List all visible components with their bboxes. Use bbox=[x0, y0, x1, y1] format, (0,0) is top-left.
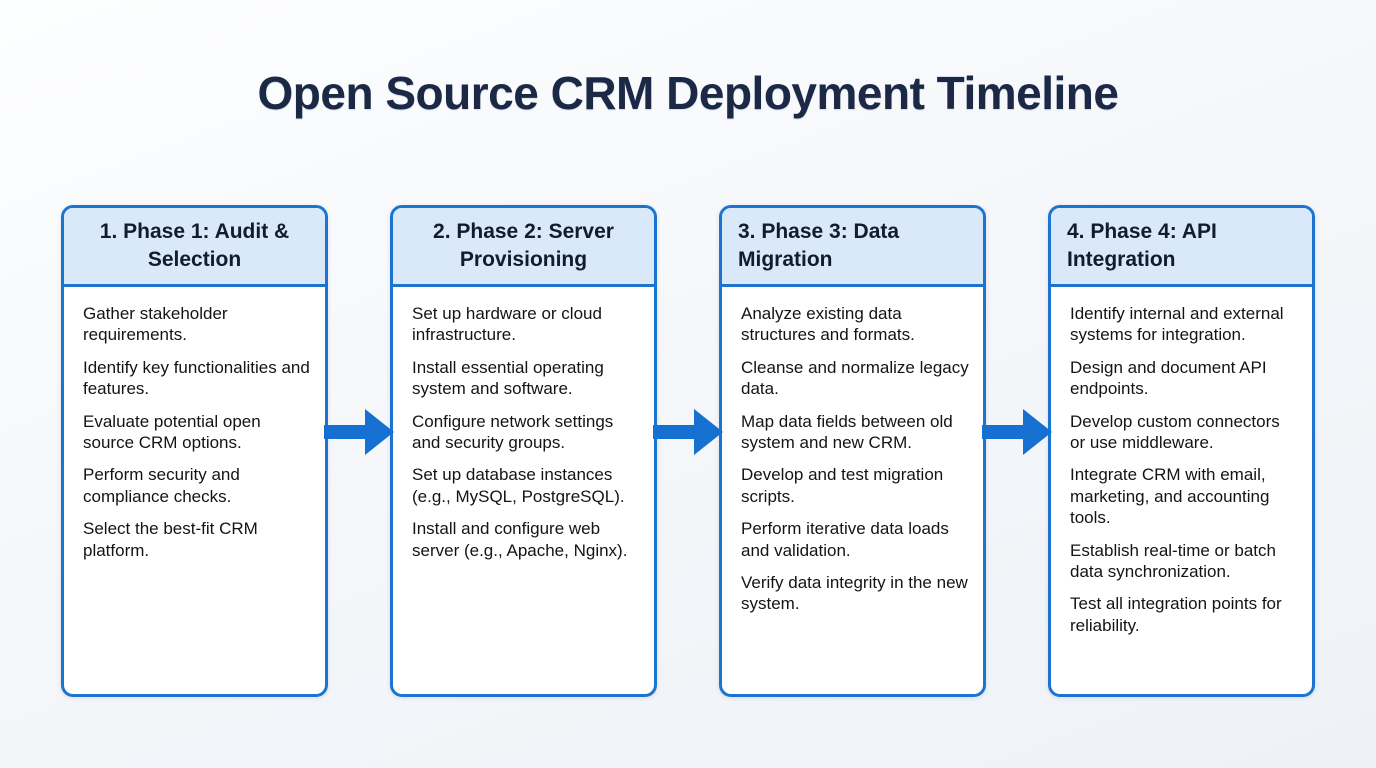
right-arrow-shaft bbox=[653, 425, 696, 439]
phase-3-item: Verify data integrity in the new system. bbox=[741, 573, 968, 614]
phase-2-item: Set up database instances (e.g., MySQL, … bbox=[412, 465, 625, 506]
phase-2-item: Set up hardware or cloud infrastructure. bbox=[412, 304, 602, 345]
phase-4-item: Test all integration points for reliabil… bbox=[1070, 594, 1282, 635]
phase-2-item: Configure network settings and security … bbox=[412, 411, 614, 453]
arrow-cell bbox=[324, 205, 394, 697]
right-arrow-shaft bbox=[324, 425, 367, 439]
phase-2-card-title: 2. Phase 2: Server Provisioning bbox=[393, 208, 654, 287]
right-arrow-shaft bbox=[982, 425, 1025, 439]
right-arrow-icon bbox=[324, 409, 394, 455]
phase-3-card: 3. Phase 3: Data Migration Analyze exist… bbox=[719, 205, 986, 697]
page-title: Open Source CRM Deployment Timeline bbox=[257, 67, 1119, 119]
phase-2-card-body: Set up hardware or cloud infrastructure.… bbox=[393, 287, 654, 694]
phase-1-item: Evaluate potential open source CRM optio… bbox=[83, 411, 261, 453]
phase-3-card-title: 3. Phase 3: Data Migration bbox=[722, 208, 983, 287]
timeline-cards-row: 1. Phase 1: Audit & Selection Gather sta… bbox=[0, 205, 1376, 697]
phase-4-item: Design and document API endpoints. bbox=[1070, 357, 1267, 399]
right-arrow-head bbox=[365, 409, 394, 455]
phase-4-item: Develop custom connectors or use middlew… bbox=[1070, 411, 1280, 453]
right-arrow-head bbox=[694, 409, 723, 455]
phase-2-card: 2. Phase 2: Server Provisioning Set up h… bbox=[390, 205, 657, 697]
phase-2-item: Install essential operating system and s… bbox=[412, 357, 604, 399]
phase-3-item: Analyze existing data structures and for… bbox=[741, 304, 915, 345]
phase-1-item: Identify key functionalities and feature… bbox=[83, 357, 310, 399]
phase-2-item: Install and configure web server (e.g., … bbox=[412, 519, 628, 560]
phase-3-item: Perform iterative data loads and validat… bbox=[741, 519, 949, 560]
phase-3-item: Cleanse and normalize legacy data. bbox=[741, 357, 969, 399]
phase-4-card-title: 4. Phase 4: API Integration bbox=[1051, 208, 1312, 287]
right-arrow-head bbox=[1023, 409, 1052, 455]
phase-1-card-title: 1. Phase 1: Audit & Selection bbox=[64, 208, 325, 287]
phase-3-card-body: Analyze existing data structures and for… bbox=[722, 287, 983, 694]
phase-4-card-body: Identify internal and external systems f… bbox=[1051, 287, 1312, 694]
arrow-cell bbox=[982, 205, 1052, 697]
phase-4-card: 4. Phase 4: API Integration Identify int… bbox=[1048, 205, 1315, 697]
phase-1-item: Select the best-fit CRM platform. bbox=[83, 519, 258, 560]
phase-3-item: Map data fields between old system and n… bbox=[741, 411, 953, 453]
phase-4-item: Integrate CRM with email, marketing, and… bbox=[1070, 465, 1270, 528]
phase-1-item: Gather stakeholder requirements. bbox=[83, 304, 228, 345]
right-arrow-icon bbox=[982, 409, 1052, 455]
phase-3-item: Develop and test migration scripts. bbox=[741, 465, 944, 506]
phase-1-card: 1. Phase 1: Audit & Selection Gather sta… bbox=[61, 205, 328, 697]
phase-4-item: Establish real-time or batch data synchr… bbox=[1070, 540, 1276, 582]
phase-1-card-body: Gather stakeholder requirements. Identif… bbox=[64, 287, 325, 694]
arrow-cell bbox=[653, 205, 723, 697]
phase-4-item: Identify internal and external systems f… bbox=[1070, 304, 1284, 345]
phase-1-item: Perform security and compliance checks. bbox=[83, 465, 240, 506]
right-arrow-icon bbox=[653, 409, 723, 455]
